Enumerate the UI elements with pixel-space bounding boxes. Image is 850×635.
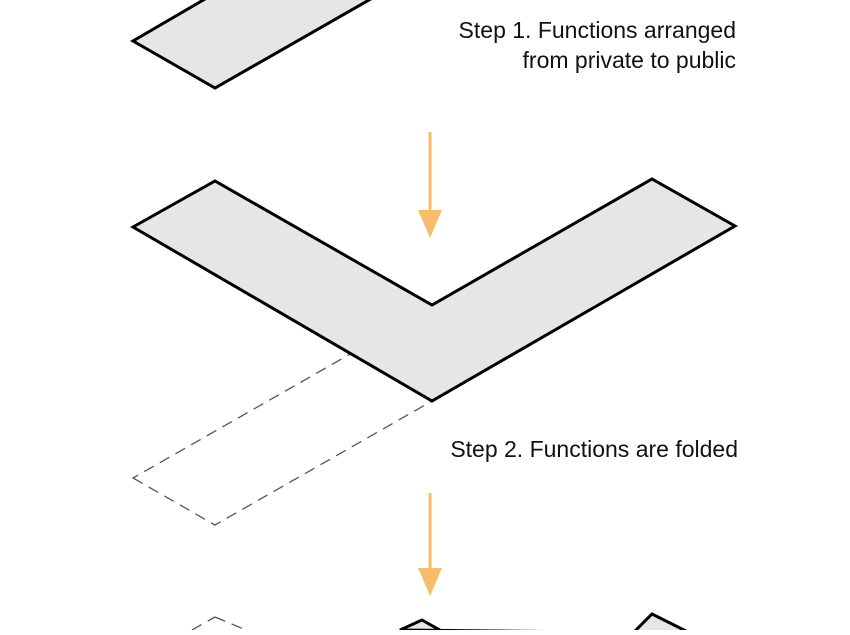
arrow-down-1 (418, 132, 442, 238)
arrow-down-2 (418, 493, 442, 596)
slab-straight (130, 0, 373, 90)
slab-next-step (399, 612, 691, 635)
slab-next-step-outline (191, 616, 216, 631)
step-2-label: Step 2. Functions are folded (450, 434, 738, 464)
step-2-label-line-1: Step 2. Functions are folded (450, 436, 738, 462)
folded-arm-outline (131, 352, 434, 526)
step-1-label: Step 1. Functions arranged from private … (459, 15, 736, 75)
step-1-label-line-1: Step 1. Functions arranged (458, 17, 736, 43)
step-1-label-line-2: from private to public (522, 47, 736, 73)
slab-v-shape (129, 177, 739, 403)
